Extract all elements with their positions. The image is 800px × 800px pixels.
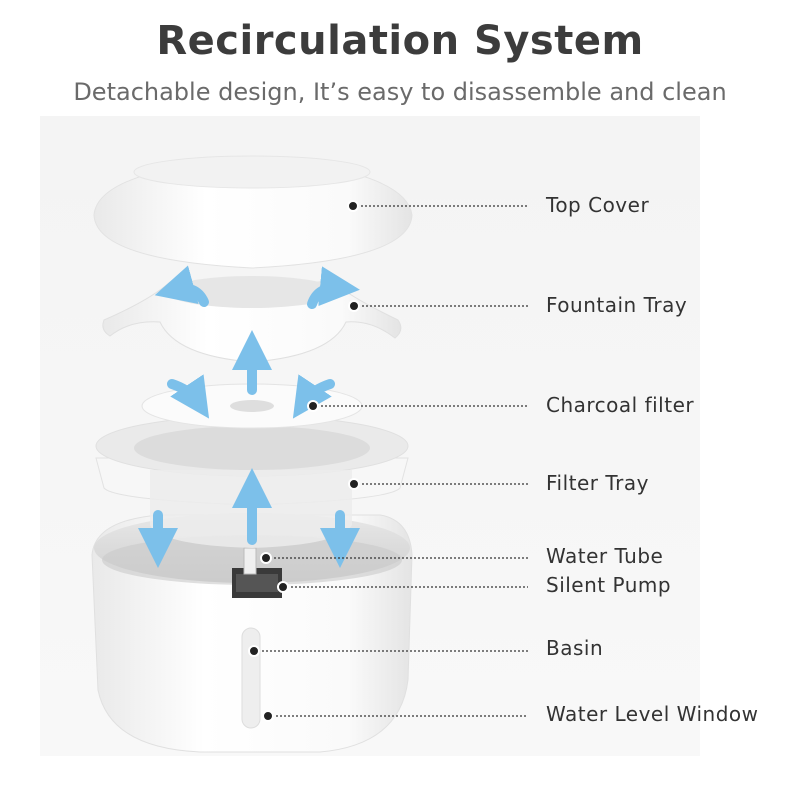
callout-dots: [248, 200, 360, 722]
top-cover: [93, 155, 413, 269]
water-tube: [243, 547, 257, 575]
label-silent-pump: Silent Pump: [546, 573, 672, 597]
label-fountain-tray: Fountain Tray: [546, 293, 688, 317]
label-water-tube: Water Tube: [546, 544, 664, 568]
label-charcoal-filter: Charcoal filter: [546, 393, 695, 417]
page-title: Recirculation System: [156, 18, 644, 64]
label-basin: Basin: [546, 636, 604, 660]
flow-arrows: [138, 265, 360, 568]
label-filter-tray: Filter Tray: [546, 471, 649, 495]
callout-lines: [254, 205, 528, 717]
silent-pump: [232, 568, 282, 598]
label-water-level-window: Water Level Window: [546, 702, 759, 726]
label-top-cover: Top Cover: [546, 193, 650, 217]
filter-tray: [95, 415, 409, 548]
water-level-window: [241, 627, 261, 729]
page-subtitle: Detachable design, It’s easy to disassem…: [73, 78, 727, 106]
